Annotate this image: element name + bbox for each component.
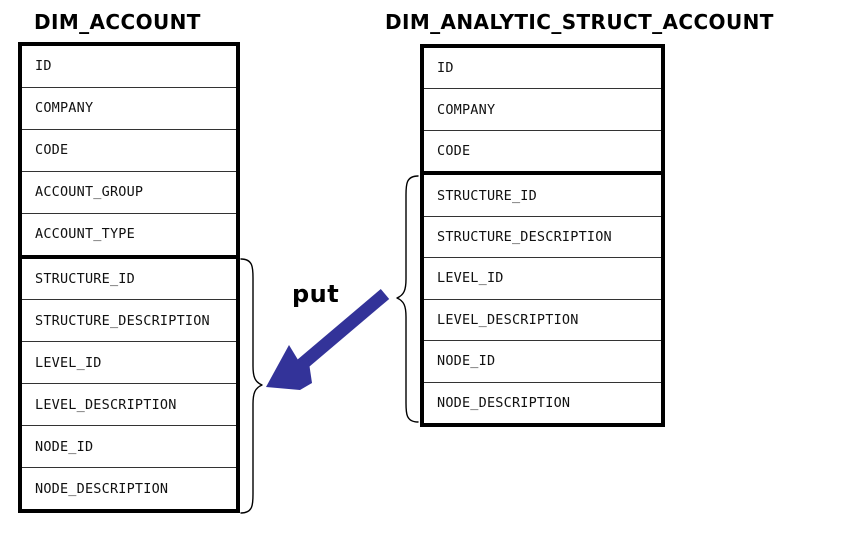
dim-account-field-label: LEVEL_ID bbox=[35, 354, 102, 371]
table-row[interactable]: ID bbox=[22, 46, 236, 87]
dim-analytic-struct-account-field-label: LEVEL_ID bbox=[437, 270, 504, 287]
entity-box-dim-analytic-struct-account: ID COMPANY CODE STRUCTURE_ID STRUCTURE_DESCR… bbox=[420, 44, 665, 427]
table-row[interactable]: ACCOUNT_GROUP bbox=[22, 170, 236, 213]
entity-box-dim-account: ID COMPANY CODE ACCOUNT_GROUP ACCOUNT_TYPE ST… bbox=[18, 42, 240, 513]
dim-account-field-label: LEVEL_DESCRIPTION bbox=[35, 396, 177, 413]
table-title-dim-account: DIM_ACCOUNT bbox=[34, 10, 201, 34]
table-row[interactable]: ID bbox=[424, 48, 661, 89]
table-row[interactable]: STRUCTURE_ID bbox=[424, 171, 661, 216]
dim-analytic-struct-account-field-label: CODE bbox=[437, 143, 471, 160]
dim-analytic-struct-account-field-label: STRUCTURE_DESCRIPTION bbox=[437, 228, 612, 245]
dim-analytic-struct-account-field-label: STRUCTURE_ID bbox=[437, 187, 537, 204]
table-row[interactable]: STRUCTURE_ID bbox=[22, 254, 236, 300]
dim-account-field-label: STRUCTURE_ID bbox=[35, 270, 135, 287]
dim-account-field-label: ACCOUNT_GROUP bbox=[35, 184, 144, 201]
dim-analytic-struct-account-field-label: LEVEL_DESCRIPTION bbox=[437, 311, 579, 328]
dim-account-field-label: STRUCTURE_DESCRIPTION bbox=[35, 312, 210, 329]
dim-account-field-label: NODE_ID bbox=[35, 438, 94, 455]
table-row[interactable]: STRUCTURE_DESCRIPTION bbox=[22, 299, 236, 342]
dim-account-field-label: COMPANY bbox=[35, 100, 94, 117]
table-title-dim-analytic-struct-account: DIM_ANALYTIC_STRUCT_ACCOUNT bbox=[385, 10, 774, 34]
table-row[interactable]: STRUCTURE_DESCRIPTION bbox=[424, 215, 661, 258]
table-row[interactable]: ACCOUNT_TYPE bbox=[22, 212, 236, 255]
dim-analytic-struct-account-field-label: NODE_DESCRIPTION bbox=[437, 394, 571, 411]
annotation-put-label: put bbox=[292, 280, 340, 308]
table-row[interactable]: NODE_ID bbox=[424, 340, 661, 382]
entity-row-list-dim-analytic-struct-account: ID COMPANY CODE STRUCTURE_ID STRUCTURE_DESCR… bbox=[424, 48, 661, 423]
dim-account-field-label: CODE bbox=[35, 142, 69, 159]
table-row[interactable]: LEVEL_DESCRIPTION bbox=[424, 298, 661, 341]
table-row[interactable]: COMPANY bbox=[424, 88, 661, 130]
dim-analytic-struct-account-field-label: NODE_ID bbox=[437, 353, 496, 370]
curly-brace-left bbox=[240, 258, 263, 514]
table-row[interactable]: NODE_DESCRIPTION bbox=[22, 467, 236, 509]
table-row[interactable]: LEVEL_DESCRIPTION bbox=[22, 383, 236, 426]
dim-account-field-label: ID bbox=[35, 58, 52, 75]
dim-analytic-struct-account-field-label: ID bbox=[437, 60, 454, 77]
table-row[interactable]: NODE_ID bbox=[22, 425, 236, 468]
table-row[interactable]: COMPANY bbox=[22, 86, 236, 129]
curly-brace-right bbox=[396, 175, 419, 423]
table-row[interactable]: CODE bbox=[424, 129, 661, 172]
mapping-arrow bbox=[266, 289, 390, 390]
table-row[interactable]: CODE bbox=[22, 128, 236, 171]
entity-row-list-dim-account: ID COMPANY CODE ACCOUNT_GROUP ACCOUNT_TYPE ST… bbox=[22, 46, 236, 509]
table-row[interactable]: LEVEL_ID bbox=[22, 341, 236, 384]
table-row[interactable]: NODE_DESCRIPTION bbox=[424, 381, 661, 423]
table-row[interactable]: LEVEL_ID bbox=[424, 257, 661, 299]
dim-analytic-struct-account-field-label: COMPANY bbox=[437, 101, 496, 118]
dim-account-field-label: NODE_DESCRIPTION bbox=[35, 480, 169, 497]
dim-account-field-label: ACCOUNT_TYPE bbox=[35, 226, 135, 243]
